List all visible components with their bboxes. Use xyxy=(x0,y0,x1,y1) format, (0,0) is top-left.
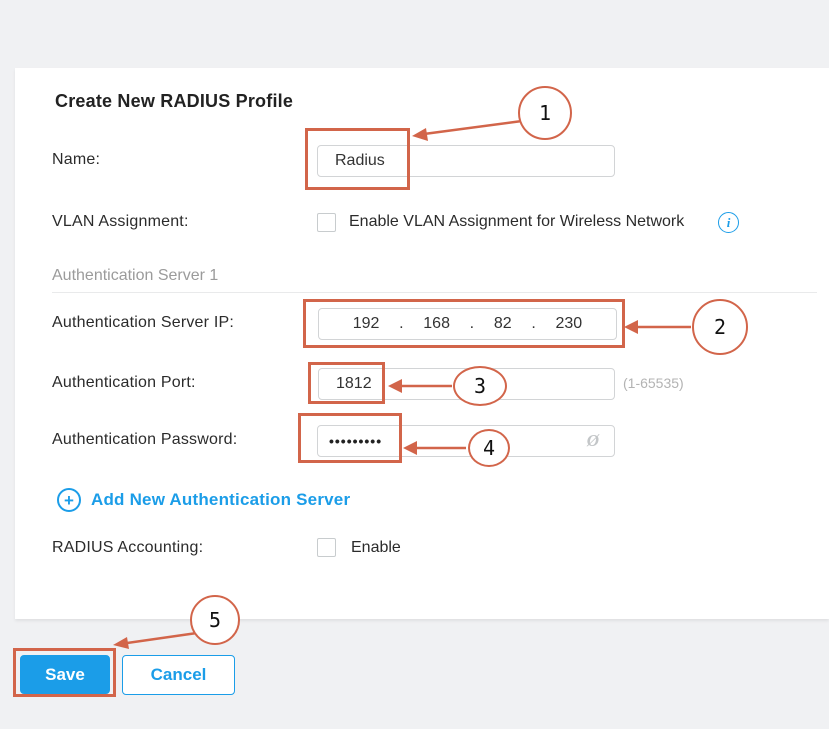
ip-dot: . xyxy=(469,315,475,332)
cancel-button[interactable]: Cancel xyxy=(122,655,235,695)
section-divider xyxy=(52,292,817,293)
radius-accounting-checkbox[interactable] xyxy=(317,538,336,557)
eye-hidden-icon[interactable]: Ø xyxy=(586,431,600,450)
ip-dot: . xyxy=(399,315,404,332)
vlan-assignment-label: VLAN Assignment: xyxy=(52,213,189,230)
add-icon: + xyxy=(57,488,81,512)
auth-port-input[interactable] xyxy=(318,368,615,400)
radius-accounting-option-label: Enable xyxy=(351,539,401,556)
auth-server-ip-label: Authentication Server IP: xyxy=(52,314,234,331)
name-input[interactable] xyxy=(317,145,615,177)
add-auth-server-label: Add New Authentication Server xyxy=(91,490,351,509)
auth-port-label: Authentication Port: xyxy=(52,374,196,391)
info-icon[interactable]: i xyxy=(718,212,739,233)
auth-password-label: Authentication Password: xyxy=(52,431,238,448)
masked-password-value: ••••••••• xyxy=(329,433,383,449)
page-title: Create New RADIUS Profile xyxy=(55,91,294,111)
port-range-hint: (1-65535) xyxy=(623,375,684,391)
vlan-assignment-option-label: Enable VLAN Assignment for Wireless Netw… xyxy=(349,213,685,230)
ip-octet-3[interactable]: 82 xyxy=(493,315,512,332)
auth-server-1-section-title: Authentication Server 1 xyxy=(52,267,219,284)
radius-accounting-label: RADIUS Accounting: xyxy=(52,539,204,556)
save-button[interactable]: Save xyxy=(20,655,110,694)
ip-octet-2[interactable]: 168 xyxy=(423,315,450,332)
ip-octet-1[interactable]: 192 xyxy=(352,315,380,332)
add-auth-server-link[interactable]: + Add New Authentication Server xyxy=(57,488,350,512)
auth-server-ip-input[interactable]: 192 . 168 . 82 . 230 xyxy=(318,308,617,340)
name-label: Name: xyxy=(52,151,101,168)
ip-dot: . xyxy=(531,315,536,332)
vlan-assignment-checkbox[interactable] xyxy=(317,213,336,232)
auth-password-input[interactable]: ••••••••• Ø xyxy=(317,425,615,457)
ip-octet-4[interactable]: 230 xyxy=(555,315,583,332)
